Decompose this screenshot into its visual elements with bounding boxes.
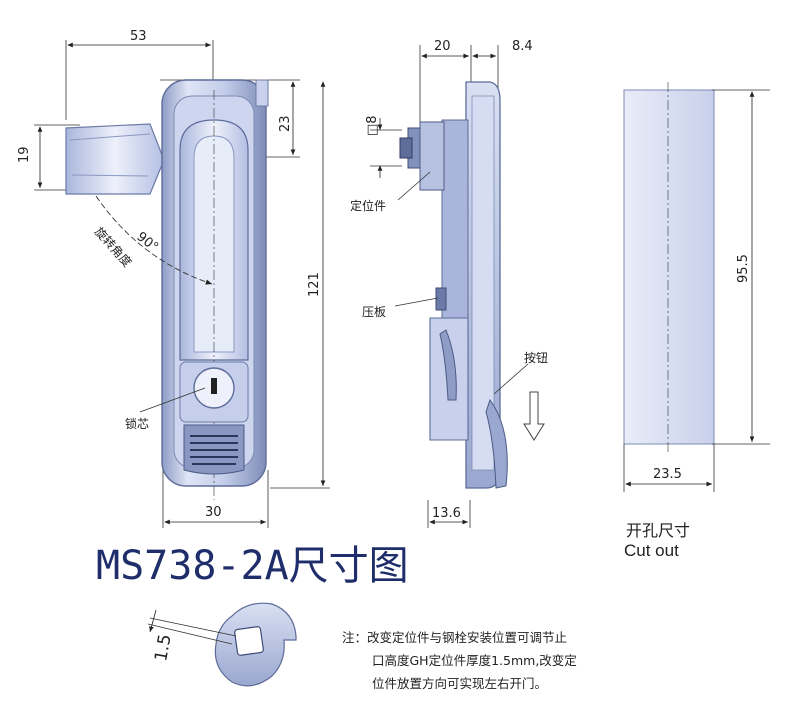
- dim-8.4: 8.4: [512, 39, 533, 54]
- rotation-text: 旋转角度: [92, 224, 135, 270]
- button-label: 按钮: [524, 350, 548, 365]
- side-view: 20 8.4 □8 13.6 定位件 压板 按钮: [350, 39, 548, 528]
- cutout-label-en: Cut out: [624, 541, 679, 560]
- note-text: 注：改变定位件与钢栓安装位置可调节止 口高度GH定位件厚度1.5mm,改变定 位…: [342, 626, 577, 695]
- note-line-3: 位件放置方向可实现左右开门。: [372, 676, 548, 691]
- note-line-1: 注：改变定位件与钢栓安装位置可调节止: [342, 630, 568, 645]
- dim-23: 23: [278, 115, 293, 132]
- positioner-label: 定位件: [350, 198, 386, 213]
- dim-square8: □8: [365, 115, 380, 136]
- washer-thickness: 1.5: [151, 633, 175, 663]
- washer-square-hole: [234, 626, 264, 656]
- cutout-rect: [623, 89, 715, 445]
- dim-30: 30: [205, 505, 222, 520]
- press-plate-label: 压板: [362, 305, 386, 319]
- cutout-view: 95.5 23.5: [623, 82, 770, 492]
- dim-13.6: 13.6: [432, 506, 461, 521]
- dim-95.5: 95.5: [736, 254, 751, 283]
- front-view: 53 19 23 121 30 90°: [17, 29, 330, 528]
- rotation-arc: [95, 195, 213, 285]
- drawing-title: MS738-2A尺寸图: [96, 543, 409, 589]
- dim-23.5: 23.5: [653, 467, 682, 482]
- note-line-2: 口高度GH定位件厚度1.5mm,改变定: [372, 653, 577, 668]
- dim-53: 53: [130, 29, 147, 44]
- dim-19: 19: [17, 146, 32, 163]
- push-arrow-icon: [523, 391, 545, 441]
- side-button: [485, 398, 508, 489]
- washer-view: 1.5: [147, 602, 297, 687]
- rotated-handle: [65, 123, 165, 195]
- lock-core-label: 锁芯: [125, 416, 149, 431]
- dim-121: 121: [307, 272, 322, 297]
- rotation-angle: 90°: [134, 229, 161, 255]
- side-press-plate: [435, 287, 447, 311]
- dim-20: 20: [434, 39, 451, 54]
- cutout-label-cn: 开孔尺寸: [626, 521, 691, 540]
